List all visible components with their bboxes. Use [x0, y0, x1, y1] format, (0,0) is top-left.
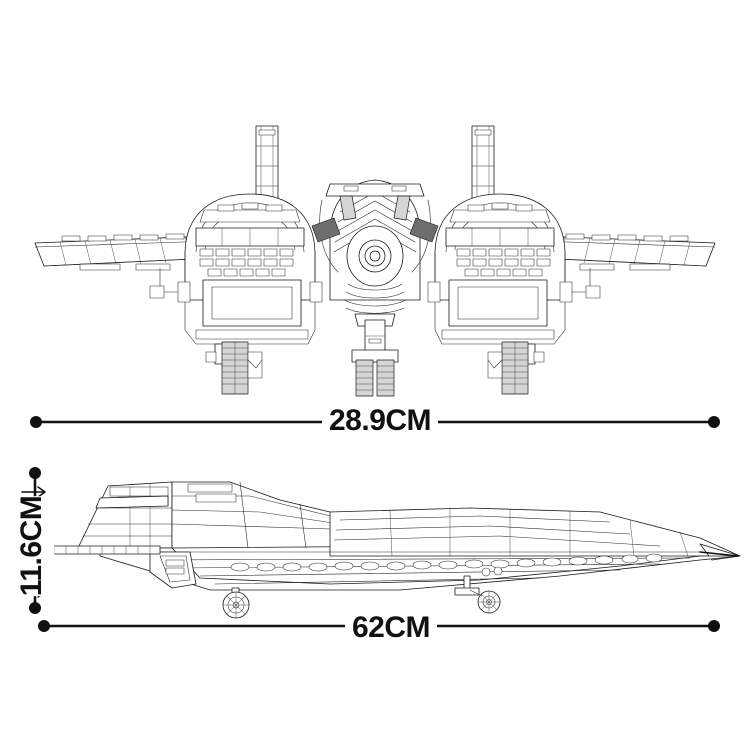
- dimension-label-span: 28.9CM: [322, 406, 439, 436]
- front-elevation-view: [34, 125, 716, 397]
- center-fuselage: [311, 179, 439, 327]
- dimension-label-height: 11.6CM: [10, 495, 55, 597]
- tail-fin: [77, 481, 173, 549]
- nose-landing-gear: [351, 319, 399, 397]
- dimension-label-length: 62CM: [345, 613, 438, 643]
- side-elevation-view: [43, 481, 741, 619]
- side-nose-landing-gear: [454, 575, 501, 614]
- left-landing-gear: [205, 341, 263, 395]
- side-main-landing-gear: [222, 587, 250, 619]
- left-wing: [34, 233, 215, 271]
- right-landing-gear: [487, 341, 545, 395]
- left-engine-nacelle: [149, 193, 323, 345]
- right-engine-nacelle: [427, 193, 601, 345]
- fuselage-lower-body: [43, 545, 741, 591]
